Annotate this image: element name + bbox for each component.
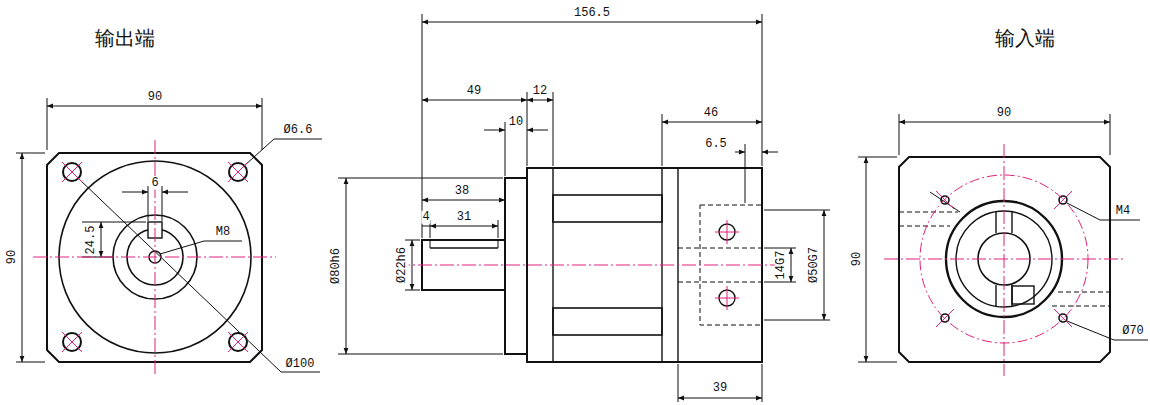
view-title: 输入端 [994,28,1056,49]
output-end-view [16,98,322,372]
input-end-view [858,114,1148,362]
dimension-label: 4 [421,211,430,224]
view-title: 输出端 [94,28,156,49]
center-lines [33,140,276,376]
thread-callout: M4 [1115,205,1131,218]
hole-callout: Ø70 [1121,325,1145,338]
dimension-label: 90 [6,249,19,265]
dimension-label: Ø22h6 [396,246,409,284]
dimension-label: 90 [851,251,864,267]
center-lines [884,144,1126,376]
dimension-label: 14G7 [775,250,788,281]
dimension-label: 31 [456,211,472,224]
dimension-label: 90 [147,91,163,104]
dimension-label: 39 [712,382,728,395]
dimension-label: 46 [703,107,719,120]
dimension-label: 90 [996,107,1012,120]
dimension-label: 49 [466,85,482,98]
dimension-label: 6.5 [704,138,728,151]
dimension-label: 156.5 [573,7,611,20]
center-lines [396,220,780,310]
hole-callout: Ø6.6 [283,124,314,137]
dimension-label: 38 [454,185,470,198]
side-view [338,14,830,402]
dimension-label: Ø50G7 [808,246,821,284]
dimension-label: Ø80h6 [330,247,343,285]
hole-callout: Ø100 [285,358,316,371]
dimension-label: 12 [532,85,548,98]
dimension-label: 10 [508,116,524,129]
dimension-label: 6 [150,177,159,190]
thread-callout: M8 [215,226,231,239]
dimension-label: 24.5 [85,225,98,256]
